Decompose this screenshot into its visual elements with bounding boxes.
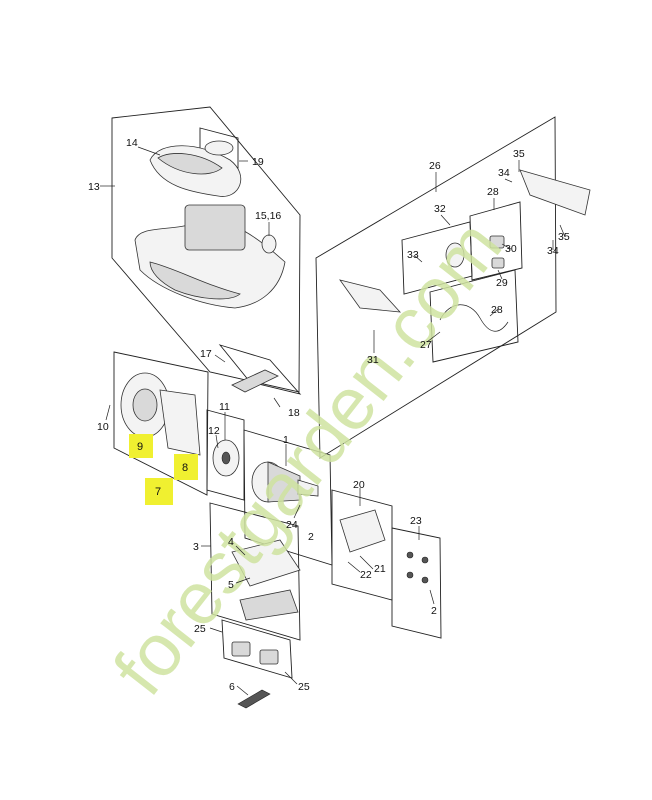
- callout-24: 24: [286, 519, 298, 531]
- callout-26: 26: [429, 160, 441, 172]
- callout-11: 11: [219, 401, 230, 413]
- callout-23: 23: [410, 515, 422, 527]
- callout-35-top: 35: [513, 148, 525, 160]
- callout-8: 8: [182, 462, 188, 474]
- callout-15-16: 15,16: [255, 210, 281, 222]
- callout-18: 18: [288, 407, 300, 419]
- panel-handle-assembly: [315, 116, 557, 459]
- cap-part-19: [204, 140, 234, 156]
- callout-9: 9: [137, 441, 143, 453]
- callout-21: 21: [374, 563, 386, 575]
- callout-13: 13: [88, 181, 100, 193]
- lower-housing-shell: [134, 204, 286, 309]
- motor-body: [251, 461, 319, 503]
- strap-part-17: [231, 369, 279, 393]
- callout-6: 6: [229, 681, 235, 693]
- handle-bar: [339, 169, 591, 313]
- callout-25-right: 25: [298, 681, 310, 693]
- panel-strap-17: [218, 344, 302, 395]
- callout-22: 22: [360, 569, 372, 581]
- callout-14: 14: [126, 137, 138, 149]
- callout-20: 20: [353, 479, 365, 491]
- callout-2-motor: 2: [308, 531, 314, 543]
- callout-28-bottom: 28: [491, 304, 503, 316]
- washer-15-16: [261, 234, 277, 254]
- callout-32: 32: [434, 203, 446, 215]
- screw-set-23: [406, 551, 429, 584]
- panel-fan-wheel: [206, 409, 245, 501]
- panel-housing: [111, 106, 301, 393]
- bracket-part-25: [231, 641, 279, 665]
- callout-31: 31: [367, 354, 379, 366]
- callout-4: 4: [228, 536, 234, 548]
- callout-1: 1: [283, 434, 289, 446]
- panel-cover-lower: [209, 502, 301, 641]
- callout-33: 33: [407, 249, 419, 261]
- callout-7: 7: [155, 486, 161, 498]
- panel-switch-28: [469, 201, 523, 281]
- callout-5: 5: [228, 579, 234, 591]
- callout-3: 3: [193, 541, 199, 553]
- blade-part-6: [237, 689, 271, 709]
- bracket-part-20: [339, 509, 386, 553]
- callout-labels: 14 19 13 15,16 17 18 10 9 8 7 11 12 1 24…: [88, 137, 570, 693]
- panel-cord-27: [429, 269, 519, 363]
- callout-29: 29: [496, 277, 508, 289]
- callout-34-top: 34: [498, 167, 510, 179]
- panel-bracket-25: [221, 619, 293, 679]
- panel-motor-fan: [113, 351, 209, 496]
- highlight-box-9: [129, 434, 153, 458]
- switch-module-4-5: [231, 539, 301, 621]
- callout-17: 17: [200, 348, 212, 360]
- callout-12: 12: [208, 425, 220, 437]
- callout-10: 10: [97, 421, 109, 433]
- callout-35-bottom: 35: [558, 231, 570, 243]
- highlight-boxes: [129, 434, 198, 505]
- callout-25-left: 25: [194, 623, 206, 635]
- panel-screws-23: [391, 527, 442, 639]
- callout-34-bottom: 34: [547, 245, 559, 257]
- upper-housing-shell: [149, 145, 242, 197]
- callout-27: 27: [420, 339, 432, 351]
- highlight-box-8: [174, 454, 198, 480]
- callout-19: 19: [252, 156, 264, 168]
- callout-28-top: 28: [487, 186, 499, 198]
- switch-parts-28-32: [445, 235, 505, 269]
- leader-lines: [100, 146, 566, 696]
- highlight-box-7: [145, 478, 173, 505]
- callout-30: 30: [505, 243, 517, 255]
- callout-2-screws: 2: [431, 605, 437, 617]
- fan-shroud: [120, 372, 201, 456]
- fan-wheel: [212, 439, 240, 477]
